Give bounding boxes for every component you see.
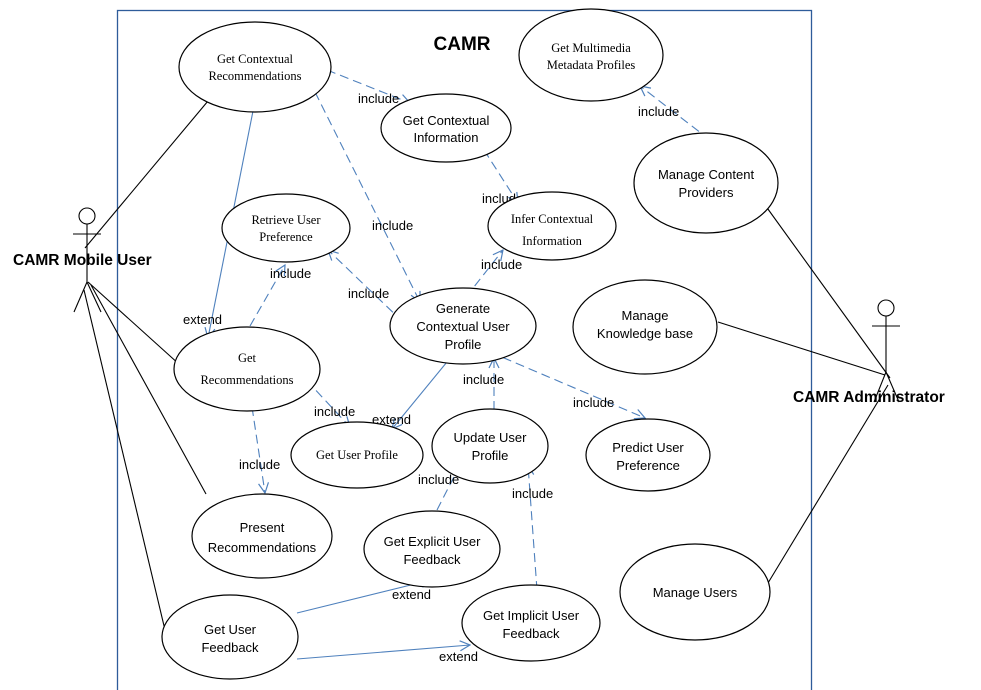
include-label: include bbox=[270, 266, 311, 281]
svg-text:Predict User: Predict User bbox=[612, 440, 684, 455]
svg-text:Manage Users: Manage Users bbox=[653, 585, 738, 600]
svg-text:Retrieve User: Retrieve User bbox=[251, 213, 321, 227]
use-case-get-recommendations[interactable]: Get Recommendations bbox=[173, 326, 321, 412]
svg-text:Manage: Manage bbox=[622, 308, 669, 323]
svg-text:Manage Content: Manage Content bbox=[658, 167, 755, 182]
system-title: CAMR bbox=[434, 34, 491, 55]
svg-text:Get User Profile: Get User Profile bbox=[316, 448, 398, 462]
svg-text:Present: Present bbox=[240, 520, 285, 535]
svg-text:Feedback: Feedback bbox=[403, 552, 461, 567]
svg-text:Providers: Providers bbox=[679, 185, 734, 200]
include-label: include bbox=[372, 218, 413, 233]
use-case-manage-users[interactable]: Manage Users bbox=[619, 543, 771, 641]
include-label: include bbox=[463, 372, 504, 387]
use-case-retrieve-user-preference[interactable]: Retrieve User Preference bbox=[221, 193, 351, 263]
use-case-get-contextual-information[interactable]: Get Contextual Information bbox=[380, 93, 512, 163]
svg-text:Preference: Preference bbox=[259, 230, 313, 244]
svg-text:Knowledge base: Knowledge base bbox=[597, 326, 693, 341]
extend-label: extend bbox=[372, 412, 411, 427]
extend-label: extend bbox=[439, 649, 478, 664]
use-case-get-implicit-user-feedback[interactable]: Get Implicit User Feedback bbox=[461, 584, 601, 662]
include-label: include bbox=[358, 91, 399, 106]
svg-text:Feedback: Feedback bbox=[502, 626, 560, 641]
use-case-get-user-feedback[interactable]: Get User Feedback bbox=[161, 594, 299, 680]
relation-labels: include include include include include … bbox=[183, 91, 679, 664]
svg-text:Information: Information bbox=[522, 234, 582, 248]
svg-text:Get Contextual: Get Contextual bbox=[403, 113, 490, 128]
use-case-infer-contextual-information[interactable]: Infer Contextual Information bbox=[487, 191, 617, 261]
include-label: include bbox=[348, 286, 389, 301]
actor-head bbox=[78, 207, 96, 225]
svg-text:Recommendations: Recommendations bbox=[208, 540, 317, 555]
svg-text:Get Multimedia: Get Multimedia bbox=[551, 41, 631, 55]
include-label: include bbox=[481, 257, 522, 272]
actor-label-administrator: CAMR Administrator bbox=[793, 389, 945, 406]
svg-text:Profile: Profile bbox=[445, 337, 482, 352]
svg-text:Generate: Generate bbox=[436, 301, 490, 316]
svg-text:Get Contextual: Get Contextual bbox=[217, 52, 294, 66]
actor-mobile-user[interactable] bbox=[73, 207, 102, 313]
svg-text:Profile: Profile bbox=[472, 448, 509, 463]
svg-text:Recommendations: Recommendations bbox=[208, 69, 301, 83]
svg-text:Metadata Profiles: Metadata Profiles bbox=[547, 58, 636, 72]
include-label: include bbox=[638, 104, 679, 119]
use-case-get-user-profile[interactable]: Get User Profile bbox=[290, 421, 424, 489]
svg-text:Get Explicit User: Get Explicit User bbox=[384, 534, 481, 549]
svg-text:Preference: Preference bbox=[616, 458, 680, 473]
use-case-update-user-profile[interactable]: Update User Profile bbox=[431, 408, 549, 484]
svg-text:Get User: Get User bbox=[204, 622, 257, 637]
svg-text:Get: Get bbox=[238, 351, 257, 365]
svg-text:Feedback: Feedback bbox=[201, 640, 259, 655]
svg-text:Recommendations: Recommendations bbox=[200, 373, 293, 387]
include-label: include bbox=[573, 395, 614, 410]
svg-text:Get Implicit User: Get Implicit User bbox=[483, 608, 580, 623]
use-case-manage-knowledge-base[interactable]: Manage Knowledge base bbox=[572, 279, 718, 375]
svg-text:Update User: Update User bbox=[454, 430, 528, 445]
mobile-user-associations bbox=[83, 100, 209, 631]
include-label: include bbox=[512, 486, 553, 501]
extend-label: extend bbox=[183, 312, 222, 327]
administrator-associations bbox=[717, 204, 891, 584]
svg-text:Contextual User: Contextual User bbox=[416, 319, 510, 334]
include-label: include bbox=[418, 472, 459, 487]
use-case-generate-contextual-user-profile[interactable]: Generate Contextual User Profile bbox=[389, 287, 537, 365]
use-case-get-contextual-recommendations[interactable]: Get Contextual Recommendations bbox=[178, 21, 332, 113]
svg-text:Infer Contextual: Infer Contextual bbox=[511, 212, 594, 226]
use-case-present-recommendations[interactable]: Present Recommendations bbox=[191, 493, 333, 579]
include-label: include bbox=[239, 457, 280, 472]
system-boundary bbox=[116, 9, 813, 690]
actor-administrator[interactable] bbox=[872, 299, 900, 403]
use-case-manage-content-providers[interactable]: Manage Content Providers bbox=[633, 132, 779, 234]
svg-text:Information: Information bbox=[413, 130, 478, 145]
use-case-get-multimedia-metadata-profiles[interactable]: Get Multimedia Metadata Profiles bbox=[518, 8, 664, 102]
actor-label-mobile-user: CAMR Mobile User bbox=[13, 252, 152, 269]
use-case-predict-user-preference[interactable]: Predict User Preference bbox=[585, 418, 711, 492]
use-case-get-explicit-user-feedback[interactable]: Get Explicit User Feedback bbox=[363, 510, 501, 588]
include-label: include bbox=[314, 404, 355, 419]
extend-label: extend bbox=[392, 587, 431, 602]
actor-head bbox=[877, 299, 895, 317]
